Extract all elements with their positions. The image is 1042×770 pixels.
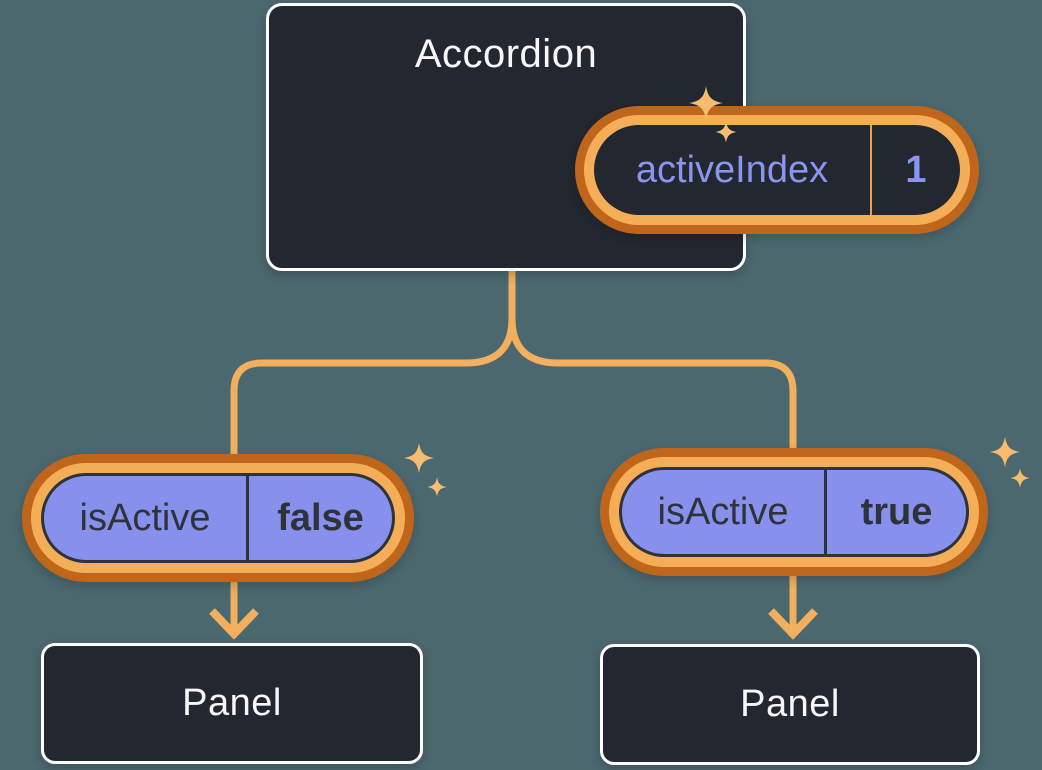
state-name-label: activeIndex [635,148,829,191]
connector-right [508,270,797,631]
accordion-node: Accordion activeIndex 1 [266,3,979,271]
connector-left [230,270,516,631]
pill-divider [870,125,872,215]
prop-pill-ring: isActive true [609,457,979,567]
prop-name-label: isActive [79,496,211,539]
prop-pill-ring: isActive false [31,463,405,573]
sparkle-icon [403,442,435,474]
state-pill-activeindex: activeIndex 1 [575,106,979,234]
state-pill-ring: activeIndex 1 [584,115,970,225]
panel-label: Panel [740,683,840,725]
prop-value-label: false [277,496,364,539]
arrow-down-icon [209,608,259,640]
prop-name-label: isActive [657,490,789,533]
sparkle-icon [427,477,447,497]
sparkle-icon [1010,468,1030,488]
state-pill-body: activeIndex 1 [594,125,960,215]
panel-node-left: Panel [41,643,423,764]
prop-pill-body: isActive true [619,467,969,557]
state-value-label: 1 [905,148,927,191]
prop-pill-body: isActive false [41,473,395,563]
prop-pill-isactive-right: isActive true [600,448,988,576]
panel-label: Panel [182,682,282,724]
pill-divider [246,476,249,560]
arrow-down-icon [768,608,818,640]
sparkle-icon [689,86,723,120]
sparkle-icon [715,121,737,143]
accordion-node-title: Accordion [414,32,598,76]
sparkle-icon [989,436,1021,468]
pill-divider [824,470,827,554]
prop-value-label: true [860,490,933,533]
panel-node-right: Panel [600,644,980,765]
prop-pill-isactive-left: isActive false [22,454,414,582]
